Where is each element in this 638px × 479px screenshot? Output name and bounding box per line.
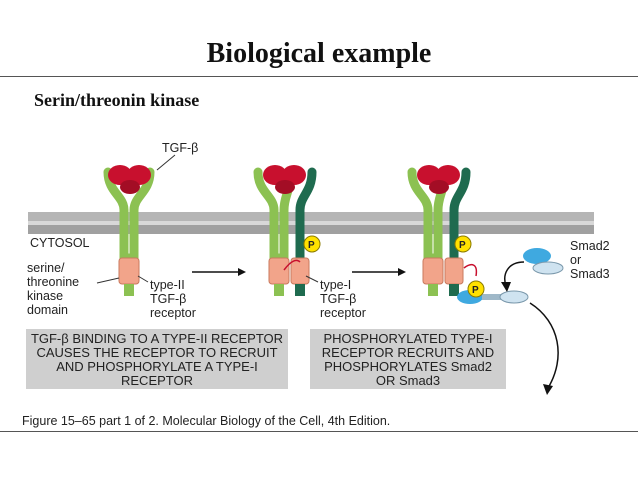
smad-bound-b: [499, 290, 529, 304]
cytosol-label: CYTOSOL: [30, 236, 90, 250]
slide-title: Biological example: [206, 38, 432, 69]
tgf-ligand-2c: [275, 180, 295, 194]
receptor-complex-3: [407, 165, 529, 304]
type2-label-line1: type-II: [150, 278, 185, 292]
kinase-domain-3b: [444, 257, 464, 285]
smad-recruit-arrowhead: [501, 282, 511, 292]
cell-membrane-lower: [28, 225, 594, 234]
caption-right: PHOSPHORYLATED TYPE-I RECEPTOR RECRUITS …: [310, 329, 506, 389]
type1-tail-3: [449, 284, 459, 296]
bottom-divider: [0, 431, 638, 432]
ligand-label: TGF-β: [162, 141, 198, 155]
smad-label-line1: Smad2: [570, 239, 610, 253]
kinase-label-line3: kinase: [27, 289, 63, 303]
type1-pointer: [305, 275, 319, 283]
type1-label-line2: TGF-β: [320, 292, 356, 306]
cell-membrane-inner: [28, 221, 594, 225]
tgf-ligand-3c: [429, 180, 449, 194]
smad-free-top: [523, 248, 551, 264]
tgf-ligand-2b: [282, 165, 306, 185]
phosphorylation-arrow-2: [283, 259, 301, 271]
type2-tail-2: [274, 284, 284, 296]
tgf-ligand-3b: [436, 165, 460, 185]
type2-label-line2: TGF-β: [150, 292, 186, 306]
kinase-domain-1: [118, 257, 140, 285]
tgf-ligand-1b: [127, 165, 151, 185]
ligand-pointer: [156, 154, 176, 171]
phosphate-label-2: P: [308, 240, 315, 251]
step-arrow-1-head: [238, 268, 246, 276]
receptor-complex-2: [253, 165, 321, 296]
phosphate-3a: [454, 235, 472, 253]
tgf-ligand-3a: [417, 165, 441, 185]
tgf-ligand-1a: [108, 165, 132, 185]
type2-pointer: [137, 275, 149, 283]
free-smad: [501, 248, 564, 395]
type2-tail-1: [124, 284, 134, 296]
kinase-label-line4: domain: [27, 303, 68, 317]
smad-release-arrowhead: [543, 384, 553, 395]
tgf-ligand-2a: [263, 165, 287, 185]
type1-tail-2: [295, 284, 305, 296]
smad-bound-linker: [482, 294, 502, 300]
type2-label-line3: receptor: [150, 306, 196, 320]
kinase-domain-2a: [268, 257, 290, 285]
phosphorylation-arrow-3: [463, 263, 478, 277]
caption-left: TGF-β BINDING TO A TYPE-II RECEPTOR CAUS…: [26, 329, 288, 389]
smad-label-line3: Smad3: [570, 267, 610, 281]
figure-caption: Figure 15–65 part 1 of 2. Molecular Biol…: [22, 414, 391, 428]
type2-tail-3: [428, 284, 438, 296]
phosphate-label-3a: P: [459, 240, 466, 251]
phosphate-label-3b: P: [472, 285, 479, 296]
type1-receptor-3: [449, 167, 471, 263]
smad-free-bottom: [532, 261, 564, 275]
phosphate-2: [303, 235, 321, 253]
step-arrow-2-head: [398, 268, 406, 276]
kinase-label-line1: serine/: [27, 261, 65, 275]
type1-label-line1: type-I: [320, 278, 351, 292]
title-divider: [0, 76, 638, 77]
tgf-ligand-1c: [120, 180, 140, 194]
type1-receptor-2: [295, 167, 317, 263]
type1-label-line3: receptor: [320, 306, 366, 320]
kinase-domain-3a: [422, 257, 444, 285]
smad-release-arrow: [529, 302, 559, 389]
smad-label-line2: or: [570, 253, 581, 267]
cell-membrane: [28, 212, 594, 221]
kinase-pointer: [96, 277, 120, 284]
slide-subtitle: Serin/threonin kinase: [34, 90, 200, 110]
kinase-label-line2: threonine: [27, 275, 79, 289]
phosphate-3b: [467, 280, 485, 298]
receptor-complex-1: [103, 154, 176, 296]
